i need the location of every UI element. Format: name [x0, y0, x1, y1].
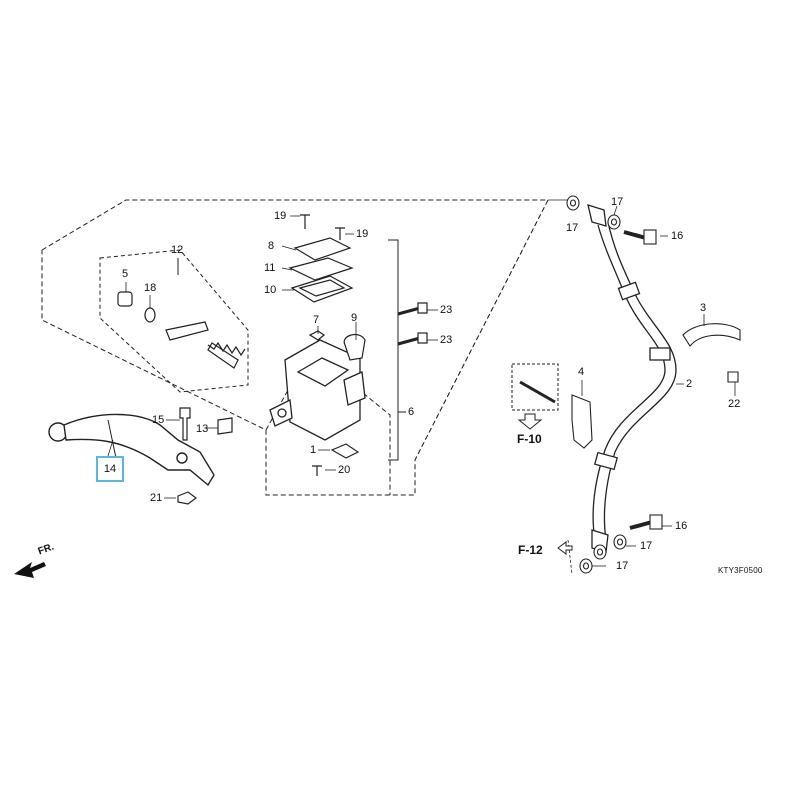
nut-21[interactable]	[177, 491, 197, 505]
bolt-4[interactable]	[519, 380, 556, 404]
label-part-6[interactable]: 6	[408, 406, 415, 418]
label-part-8[interactable]: 8	[268, 240, 275, 252]
cylinder-set-outline	[265, 349, 391, 495]
master-cylinder[interactable]	[269, 339, 366, 441]
reservoir-cap-8[interactable]	[293, 237, 352, 261]
label-part-15[interactable]: 15	[152, 414, 165, 426]
label-part-11[interactable]: 11	[264, 262, 276, 274]
diagram-code: KTY3F0500	[718, 566, 763, 575]
bolt-outline	[511, 363, 559, 411]
bolt-22[interactable]	[727, 371, 739, 383]
bolt-16b[interactable]	[629, 520, 653, 530]
clip-7[interactable]	[308, 330, 326, 341]
label-part-5[interactable]: 5	[122, 268, 129, 280]
assembly-outline	[41, 199, 549, 496]
screw-20[interactable]	[312, 465, 322, 476]
bolt-15[interactable]	[179, 407, 191, 441]
spring[interactable]	[207, 341, 246, 357]
label-part-22[interactable]: 22	[728, 398, 741, 410]
clamp-9[interactable]	[343, 333, 366, 361]
label-part-13[interactable]: 13	[196, 423, 209, 435]
bolt-23a[interactable]	[397, 306, 421, 316]
nut-13[interactable]	[217, 417, 233, 435]
switch-1[interactable]	[330, 443, 360, 459]
label-part-3[interactable]: 3	[700, 302, 707, 314]
label-part-23b[interactable]: 23	[440, 334, 453, 346]
label-part-17b[interactable]: 17	[611, 196, 624, 208]
label-part-7[interactable]: 7	[313, 314, 320, 326]
label-part-17e[interactable]: 17	[616, 560, 629, 572]
screw-19b[interactable]	[335, 227, 345, 240]
label-part-19a[interactable]: 19	[274, 210, 287, 222]
label-part-20[interactable]: 20	[338, 464, 351, 476]
label-part-12[interactable]: 12	[171, 244, 184, 256]
label-part-1[interactable]: 1	[310, 444, 317, 456]
label-part-4[interactable]: 4	[578, 366, 585, 378]
bolt-23b[interactable]	[397, 336, 421, 346]
label-part-23a[interactable]: 23	[440, 304, 453, 316]
hose-clamp-3[interactable]	[682, 323, 741, 347]
bolt-16a[interactable]	[623, 230, 647, 240]
circlip-18[interactable]	[144, 307, 156, 323]
piston[interactable]	[165, 321, 209, 341]
label-part-21[interactable]: 21	[150, 492, 163, 504]
label-part-19b[interactable]: 19	[356, 228, 369, 240]
bracket-4[interactable]	[571, 394, 593, 449]
bracket-6	[388, 239, 399, 461]
f12-arrow	[557, 541, 573, 555]
boot-5[interactable]	[117, 291, 133, 307]
f10-arrow	[517, 413, 543, 430]
label-part-17a[interactable]: 17	[566, 222, 579, 234]
ref-f10[interactable]: F-10	[517, 432, 542, 446]
label-part-16a[interactable]: 16	[671, 230, 684, 242]
label-part-2[interactable]: 2	[686, 378, 693, 390]
ref-f12[interactable]: F-12	[518, 543, 543, 557]
brake-lever[interactable]	[48, 413, 215, 487]
piston-kit-outline	[99, 249, 249, 393]
label-part-10[interactable]: 10	[264, 284, 277, 296]
screw-19a[interactable]	[300, 214, 310, 229]
label-part-17c[interactable]: 17	[640, 540, 653, 552]
diaphragm-plate-11[interactable]	[288, 257, 354, 281]
label-part-18[interactable]: 18	[144, 282, 157, 294]
label-part-9[interactable]: 9	[351, 312, 358, 324]
brake-hose[interactable]	[587, 204, 677, 553]
front-direction-arrow	[14, 562, 46, 578]
label-part-16b[interactable]: 16	[675, 520, 688, 532]
label-part-14-highlighted[interactable]: 14	[96, 456, 124, 482]
